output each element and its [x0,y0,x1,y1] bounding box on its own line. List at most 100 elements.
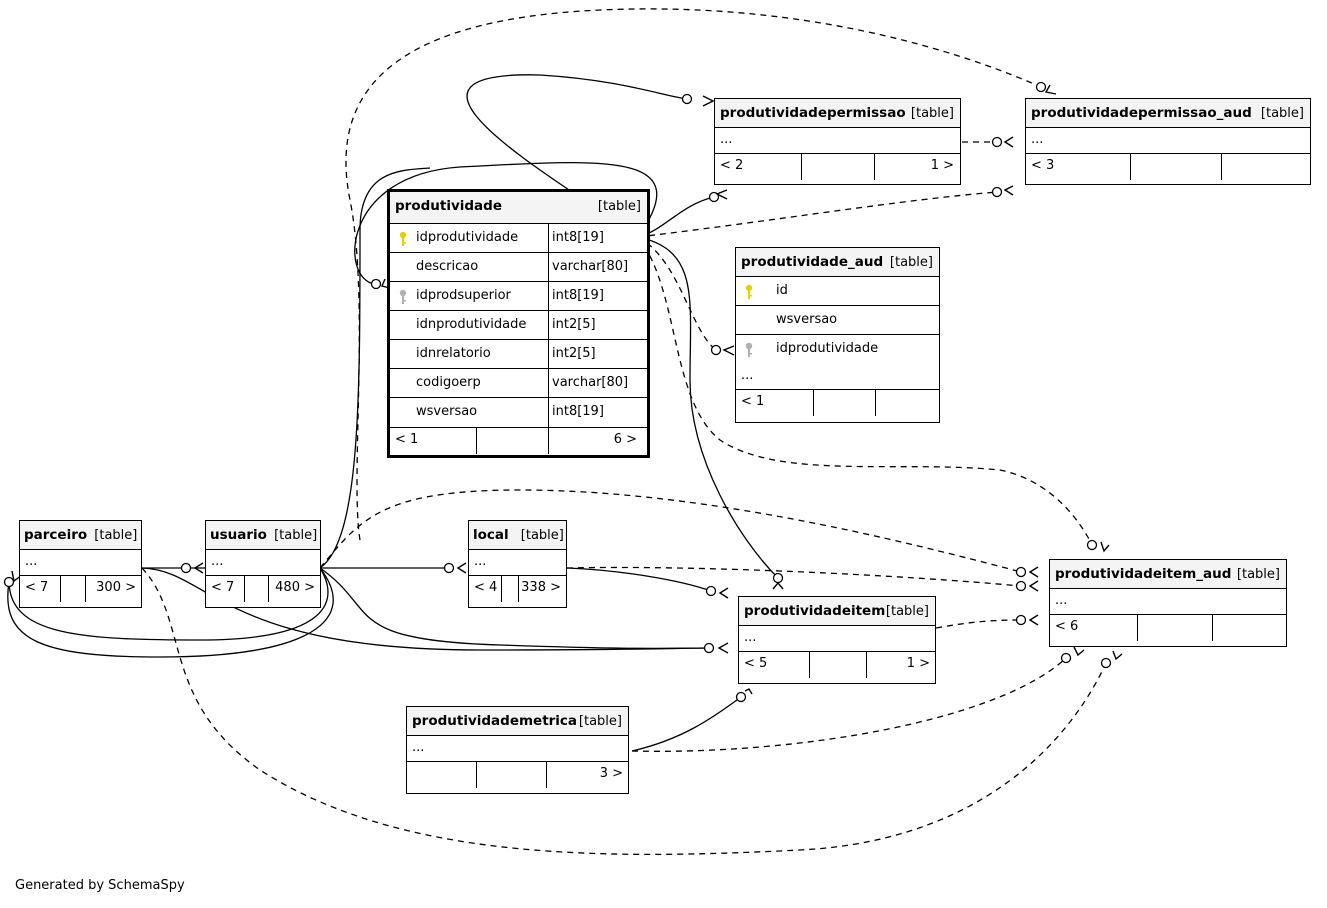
edge-dashed-perm-aud-top [345,8,1042,541]
edge-dashed-usuario-item-aud [319,489,1022,573]
table-header: produtividade_aud [table] [736,248,939,277]
table-name: usuario [210,527,267,543]
table-header: usuario [table] [206,521,320,550]
parents-count: < 1 [395,432,419,447]
column-name: codigoerp [416,375,481,390]
table-stats: < 4 338 > [469,576,566,602]
row-count: 338 > [521,580,561,595]
table-header: parceiro [table] [20,521,141,550]
table-type-label: [table] [274,528,318,543]
table-type-label: [table] [94,528,138,543]
table-produtividade-aud[interactable]: produtividade_aud [table] id wsversao idpr… [735,247,940,423]
table-name: produtividade_aud [741,254,884,270]
parents-count: < 5 [744,656,768,671]
column-name: idprodutividade [416,230,519,245]
parents-count: < 1 [741,394,765,409]
children-count: 1 > [906,656,930,671]
column-name: wsversao [416,404,478,419]
table-usuario[interactable]: usuario [table] ... < 7 480 > [205,520,321,608]
primary-key-icon [745,284,753,299]
edge-produtividade-self [354,161,658,285]
table-type-label: [table] [889,255,933,270]
column-name: id [776,283,788,298]
table-name: produtividadeitem_aud [1055,566,1232,582]
row-count: 300 > [96,580,136,595]
edge-usuario-parceiro-loop2 [7,567,334,658]
children-count: 6 > [613,432,637,447]
parents-count: < 3 [1031,158,1055,173]
table-type-label: [table] [1236,567,1280,582]
columns-ellipsis: ... [736,364,939,390]
table-produtividadeitem[interactable]: produtividadeitem [table] ... < 5 1 > [738,596,936,684]
table-header: produtividade [table] [390,192,647,224]
column-type: varchar[80] [548,369,628,397]
table-name: produtividademetrica [412,713,578,729]
table-stats: < 7 300 > [20,576,141,602]
columns-ellipsis: ... [20,550,141,576]
column-type: int8[19] [548,398,604,427]
column-row: idprodutividade int8[19] [390,224,647,253]
table-stats: < 1 [736,390,939,416]
table-type-label: [table] [885,604,929,619]
edge-parceiro-item [141,567,710,651]
column-row: wsversao int8[19] [390,398,647,427]
table-type-label: [table] [1260,106,1304,121]
table-produtividade[interactable]: produtividade [table] idprodutividade int… [387,189,650,458]
edge-dashed-item-item-aud [935,619,1022,629]
column-type: int2[5] [548,311,596,339]
table-header: produtividademetrica [table] [407,707,628,736]
column-name: wsversao [776,312,838,327]
table-produtividadeitem-aud[interactable]: produtividadeitem_aud [table] ... < 6 [1049,559,1287,647]
edge-usuario-parceiro-loop1 [8,567,329,641]
children-count: 1 > [930,158,954,173]
columns-ellipsis: ... [739,626,935,652]
edge-usuario-produtividade [319,167,431,569]
edge-produtividade-item [637,236,779,579]
table-header: produtividadeitem [table] [739,597,935,626]
column-name: idprodutividade [776,341,879,356]
table-produtividadepermissao-aud[interactable]: produtividadepermissao_aud [table] ... <… [1025,98,1311,185]
table-local[interactable]: local [table] ... < 4 338 > [468,520,567,608]
table-produtividadepermissao[interactable]: produtividadepermissao [table] ... < 2 1… [714,98,961,185]
column-type: int8[19] [548,282,604,310]
column-list: id wsversao idprodutividade [736,277,939,364]
columns-ellipsis: ... [715,128,960,154]
column-row: idnprodutividade int2[5] [390,311,647,340]
parents-count: < 6 [1055,619,1079,634]
edge-dashed-local-item-aud [566,566,1022,587]
table-type-label: [table] [578,714,622,729]
table-name: produtividade [395,198,502,214]
table-stats: 3 > [407,762,628,788]
table-name: produtividadepermissao_aud [1031,105,1252,121]
table-name: parceiro [24,527,88,543]
columns-ellipsis: ... [469,550,566,576]
column-name: idnprodutividade [416,317,527,332]
table-header: produtividadepermissao_aud [table] [1026,99,1310,128]
foreign-key-icon [745,342,753,357]
column-type: int8[19] [548,224,604,252]
edge-dashed-metrica-item-aud [631,657,1067,752]
edge-dashed-prod-aud [637,236,717,351]
table-stats: < 6 [1050,615,1286,641]
table-produtividademetrica[interactable]: produtividademetrica [table] ... 3 > [406,706,629,794]
foreign-key-icon [399,289,407,304]
edge-metrica-item [631,696,742,752]
children-count: 3 > [599,766,623,781]
table-type-label: [table] [597,199,641,214]
table-name: local [473,527,509,543]
table-stats: < 5 1 > [739,652,935,678]
parents-count: < 7 [25,580,49,595]
table-stats: < 1 6 > [390,427,647,454]
column-row: idprodutividade [736,335,939,364]
generator-credit: Generated by SchemaSpy [15,878,185,893]
column-row: codigoerp varchar[80] [390,369,647,398]
table-parceiro[interactable]: parceiro [table] ... < 7 300 > [19,520,142,608]
column-name: descricao [416,259,479,274]
table-stats: < 7 480 > [206,576,320,602]
row-count: 480 > [275,580,315,595]
